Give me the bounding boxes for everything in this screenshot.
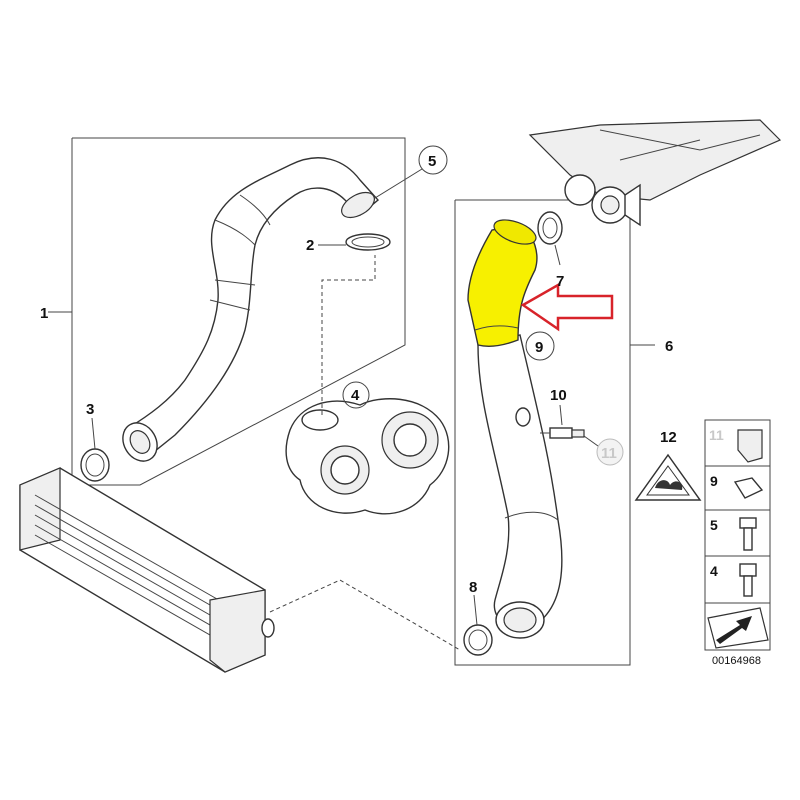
panel-label-1: 9 <box>710 473 718 489</box>
label-7: 7 <box>556 273 564 290</box>
label-6: 6 <box>665 338 673 355</box>
pointer-arrow <box>520 282 614 332</box>
callout-11-circle <box>596 438 624 466</box>
callout-4-circle <box>342 381 370 409</box>
warning-label-12 <box>634 453 702 501</box>
reference-number: 00164968 <box>712 655 761 667</box>
seal-3-inner <box>85 453 105 477</box>
upper-charge-hose <box>122 157 380 462</box>
leader-11 <box>583 435 599 447</box>
label-5: 5 <box>428 153 436 170</box>
seal-7-inner <box>542 217 558 239</box>
label-10: 10 <box>550 387 567 404</box>
hex-bolt-icon <box>739 563 757 577</box>
group-1-bracket <box>71 137 406 486</box>
label-2: 2 <box>306 237 314 254</box>
hardware-panel <box>704 419 771 651</box>
label-1: 1 <box>40 305 48 322</box>
intake-manifold <box>528 119 782 227</box>
highlighted-hose-9 <box>467 219 538 347</box>
bolt-icon <box>739 517 757 529</box>
leader-turbo-dash <box>321 255 376 415</box>
leader-7 <box>554 244 561 266</box>
leader-8 <box>473 594 478 626</box>
seal-7 <box>537 211 563 245</box>
seal-2-inner <box>351 236 385 248</box>
intercooler <box>19 467 275 673</box>
leader-3 <box>91 417 96 450</box>
sensor-10 <box>540 427 585 439</box>
seal-8-inner <box>468 629 488 651</box>
panel-label-3: 4 <box>710 563 718 579</box>
leader-10 <box>559 404 563 426</box>
seal-2 <box>345 233 391 251</box>
label-8: 8 <box>469 579 477 596</box>
seal-8 <box>463 624 493 656</box>
clip-icon <box>737 429 763 463</box>
panel-label-2: 5 <box>710 517 718 533</box>
lower-charge-pipe <box>477 334 563 639</box>
callout-5-circle <box>418 145 448 175</box>
clip-nut-icon <box>733 477 764 499</box>
leader-intercooler-dash <box>269 579 461 651</box>
label-3: 3 <box>86 401 94 418</box>
leader-5 <box>374 168 423 199</box>
turbocharger <box>285 398 450 515</box>
callout-9-circle <box>525 331 555 361</box>
panel-label-0: 11 <box>709 427 724 443</box>
label-12: 12 <box>660 429 677 446</box>
label-9: 9 <box>535 339 543 356</box>
label-4: 4 <box>351 387 360 404</box>
label-11: 11 <box>601 445 617 462</box>
